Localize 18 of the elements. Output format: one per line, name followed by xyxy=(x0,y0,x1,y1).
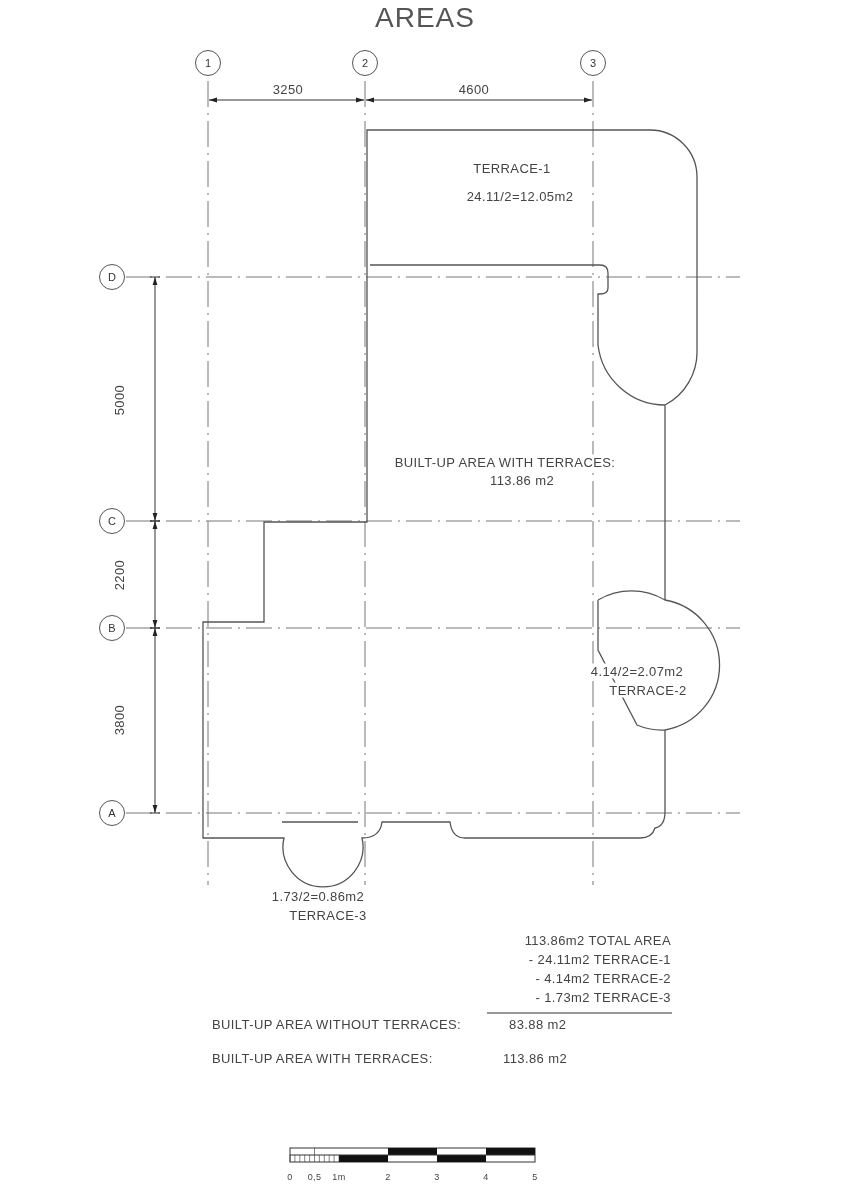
scale-value: 1m xyxy=(331,1171,347,1183)
scale-value: 4 xyxy=(482,1171,490,1183)
grid-bubble: C xyxy=(99,508,125,534)
scale-value: 5 xyxy=(531,1171,539,1183)
grid-bubble: 1 xyxy=(195,50,221,76)
grid-bubble: A xyxy=(99,800,125,826)
scale-value: 0,5 xyxy=(306,1171,323,1183)
grid-bubble: 3 xyxy=(580,50,606,76)
area-name: BUILT-UP AREA WITH TERRACES: xyxy=(393,454,617,470)
grid-bubble: B xyxy=(99,615,125,641)
scale-value: 3 xyxy=(433,1171,441,1183)
area-name: TERRACE-2 xyxy=(608,682,688,698)
title: AREAS xyxy=(375,2,475,34)
scale-value: 2 xyxy=(384,1171,392,1183)
grid-bubble: D xyxy=(99,264,125,290)
scale-value: 0 xyxy=(286,1171,294,1183)
grid-bubble: 2 xyxy=(352,50,378,76)
area-value: 4.14/2=2.07m2 xyxy=(589,663,685,679)
